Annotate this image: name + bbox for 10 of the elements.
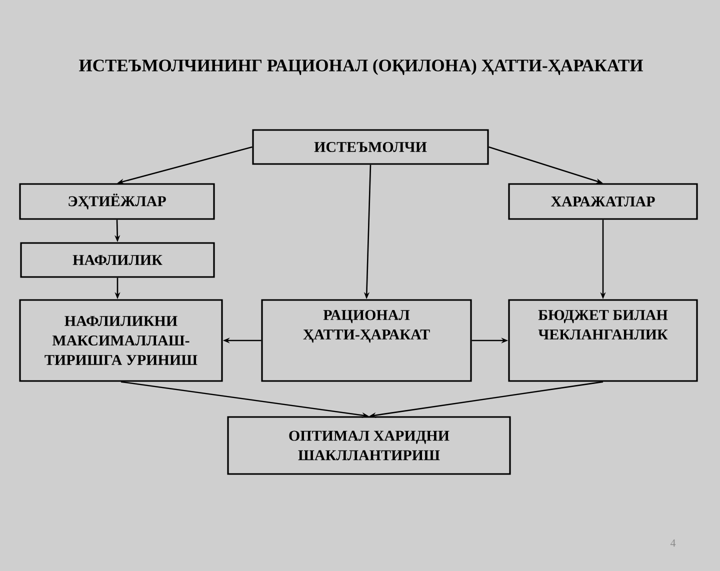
process-box: ИСТЕЪМОЛЧИ (252, 129, 489, 165)
process-box: РАЦИОНАЛ ҲАТТИ-ҲАРАКАТ (261, 299, 472, 382)
process-box: ОПТИМАЛ ХАРИДНИ ШАКЛЛАНТИРИШ (227, 416, 511, 475)
process-box: НАФЛИЛИК (20, 242, 215, 278)
process-box: НАФЛИЛИКНИ МАКСИМАЛЛАШ- ТИРИШГА УРИНИШ (19, 299, 223, 382)
title: ИСТЕЪМОЛЧИНИНГ РАЦИОНАЛ (ОҚИЛОНА) ҲАТТИ-ҲАРАКАТИ (79, 59, 643, 75)
process-box: ХАРАЖАТЛАР (508, 183, 698, 220)
page-number: 4 (670, 539, 676, 547)
process-box: БЮДЖЕТ БИЛАН ЧЕКЛАНГАНЛИК (508, 299, 698, 382)
process-box: ЭҲТИЁЖЛАР (19, 183, 215, 220)
